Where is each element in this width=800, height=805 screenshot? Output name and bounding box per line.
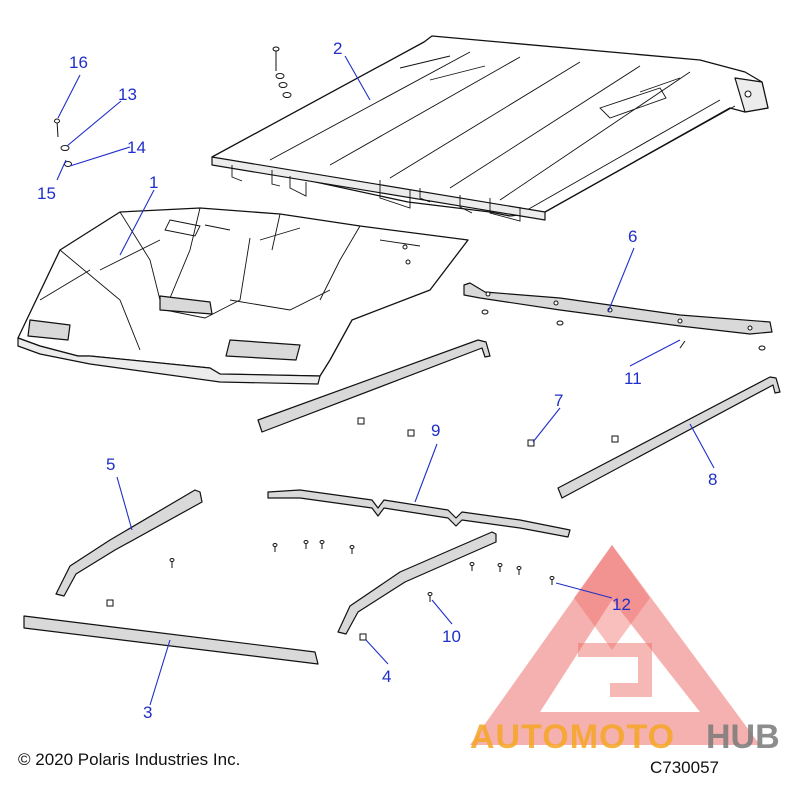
- callout-10: 10: [442, 627, 461, 646]
- part-2-hardware: [272, 46, 292, 98]
- callout-2: 2: [333, 39, 342, 58]
- watermark-logo: [470, 545, 760, 745]
- part-center-side-rail: [257, 339, 491, 433]
- callout-8: 8: [708, 470, 717, 489]
- callout-16: 16: [69, 53, 88, 72]
- leader-lines: [56, 55, 715, 706]
- callout-5: 5: [106, 455, 115, 474]
- watermark-text-a: AUTOMOTO: [470, 718, 675, 756]
- part-8-side-rail: [557, 376, 781, 499]
- small-hardware: [106, 540, 555, 641]
- diagram-code: C730057: [650, 758, 720, 777]
- callout-12: 12: [612, 595, 631, 614]
- callout-7: 7: [554, 391, 563, 410]
- callout-6: 6: [628, 227, 637, 246]
- callout-11: 11: [624, 369, 642, 388]
- part-6-hardware: [481, 309, 766, 351]
- callout-4: 4: [382, 667, 391, 686]
- callout-3: 3: [143, 703, 152, 722]
- clips-7: [357, 417, 619, 447]
- part-6-rear-rail: [463, 282, 773, 335]
- part-2-roof-frame: [211, 35, 769, 222]
- callout-1: 1: [149, 173, 158, 192]
- callout-13: 13: [118, 85, 137, 104]
- part-3-front-bar: [23, 615, 319, 665]
- hardware-13-16: [54, 118, 72, 167]
- callout-9: 9: [431, 421, 440, 440]
- part-5-rail: [55, 489, 203, 597]
- part-9-crossmember: [267, 489, 571, 538]
- callout-15: 15: [37, 184, 56, 203]
- part-front-rail: [337, 531, 497, 635]
- copyright-text: © 2020 Polaris Industries Inc.: [18, 750, 241, 769]
- callout-14: 14: [127, 138, 146, 157]
- part-1-roof-top: [17, 207, 469, 385]
- watermark-text-b: HUB: [706, 718, 780, 756]
